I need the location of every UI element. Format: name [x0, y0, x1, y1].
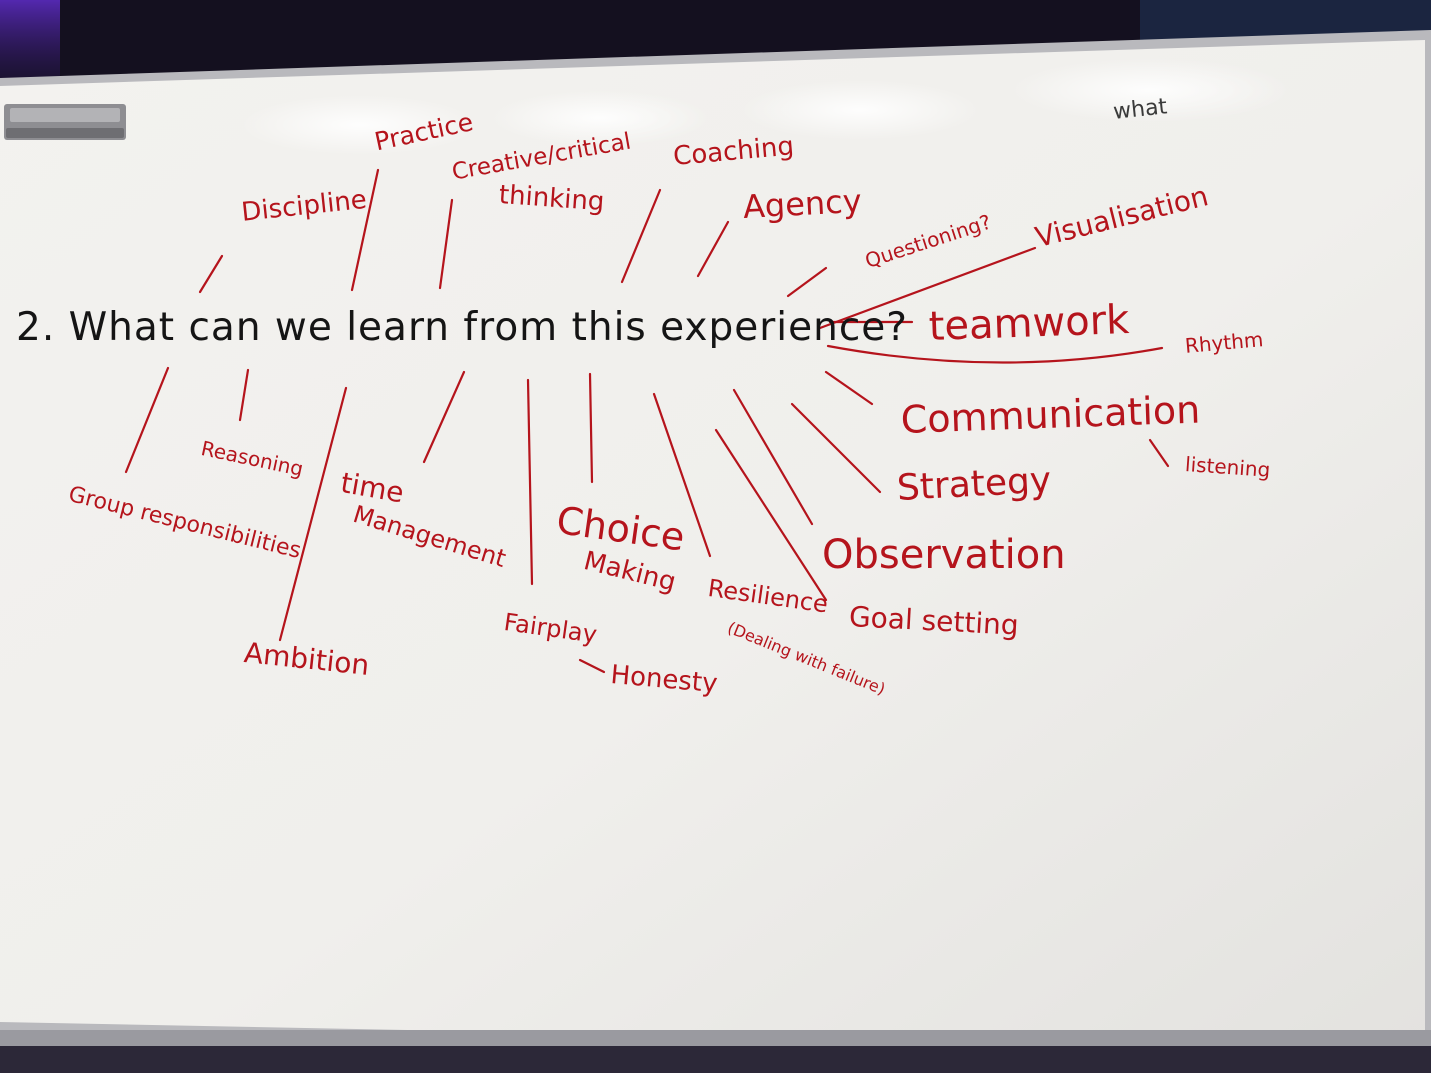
connector-lines: [124, 168, 1170, 674]
whiteboard-surface: [0, 40, 1425, 1050]
line-time-management: [422, 370, 466, 464]
idea-agency: Agency: [742, 181, 863, 226]
glare-spot: [490, 90, 710, 146]
line-goal-setting: [714, 428, 828, 602]
idea-teamwork: teamwork: [928, 296, 1131, 350]
glare-spot: [740, 80, 980, 140]
line-strategy: [790, 402, 882, 494]
line-communication: [824, 370, 874, 406]
question-text: 2. What can we learn from this experienc…: [16, 305, 908, 350]
line-resilience: [652, 392, 712, 558]
line-agency: [696, 220, 730, 278]
line-reasoning: [238, 368, 250, 422]
glare-spot: [1010, 58, 1290, 122]
marker-tray: [0, 1030, 1431, 1046]
line-visualisation: [818, 246, 1037, 330]
line-fairplay: [526, 378, 534, 586]
line-honesty: [578, 658, 606, 674]
idea-observation: Observation: [822, 532, 1066, 578]
eraser: [4, 104, 126, 140]
line-group: [124, 366, 170, 474]
line-ambition: [278, 386, 348, 642]
line-listening: [1148, 438, 1170, 468]
line-choice: [588, 372, 594, 484]
glare-spot: [240, 95, 480, 155]
line-questioning: [786, 266, 828, 298]
line-rhythm: [826, 344, 1164, 364]
line-creative: [438, 198, 454, 290]
marker-tray-shadow: [0, 1046, 1431, 1073]
line-discipline: [198, 254, 224, 294]
line-coaching: [620, 188, 662, 284]
line-practice: [350, 168, 380, 292]
line-observation: [732, 388, 814, 526]
idea-strategy: Strategy: [896, 459, 1053, 509]
